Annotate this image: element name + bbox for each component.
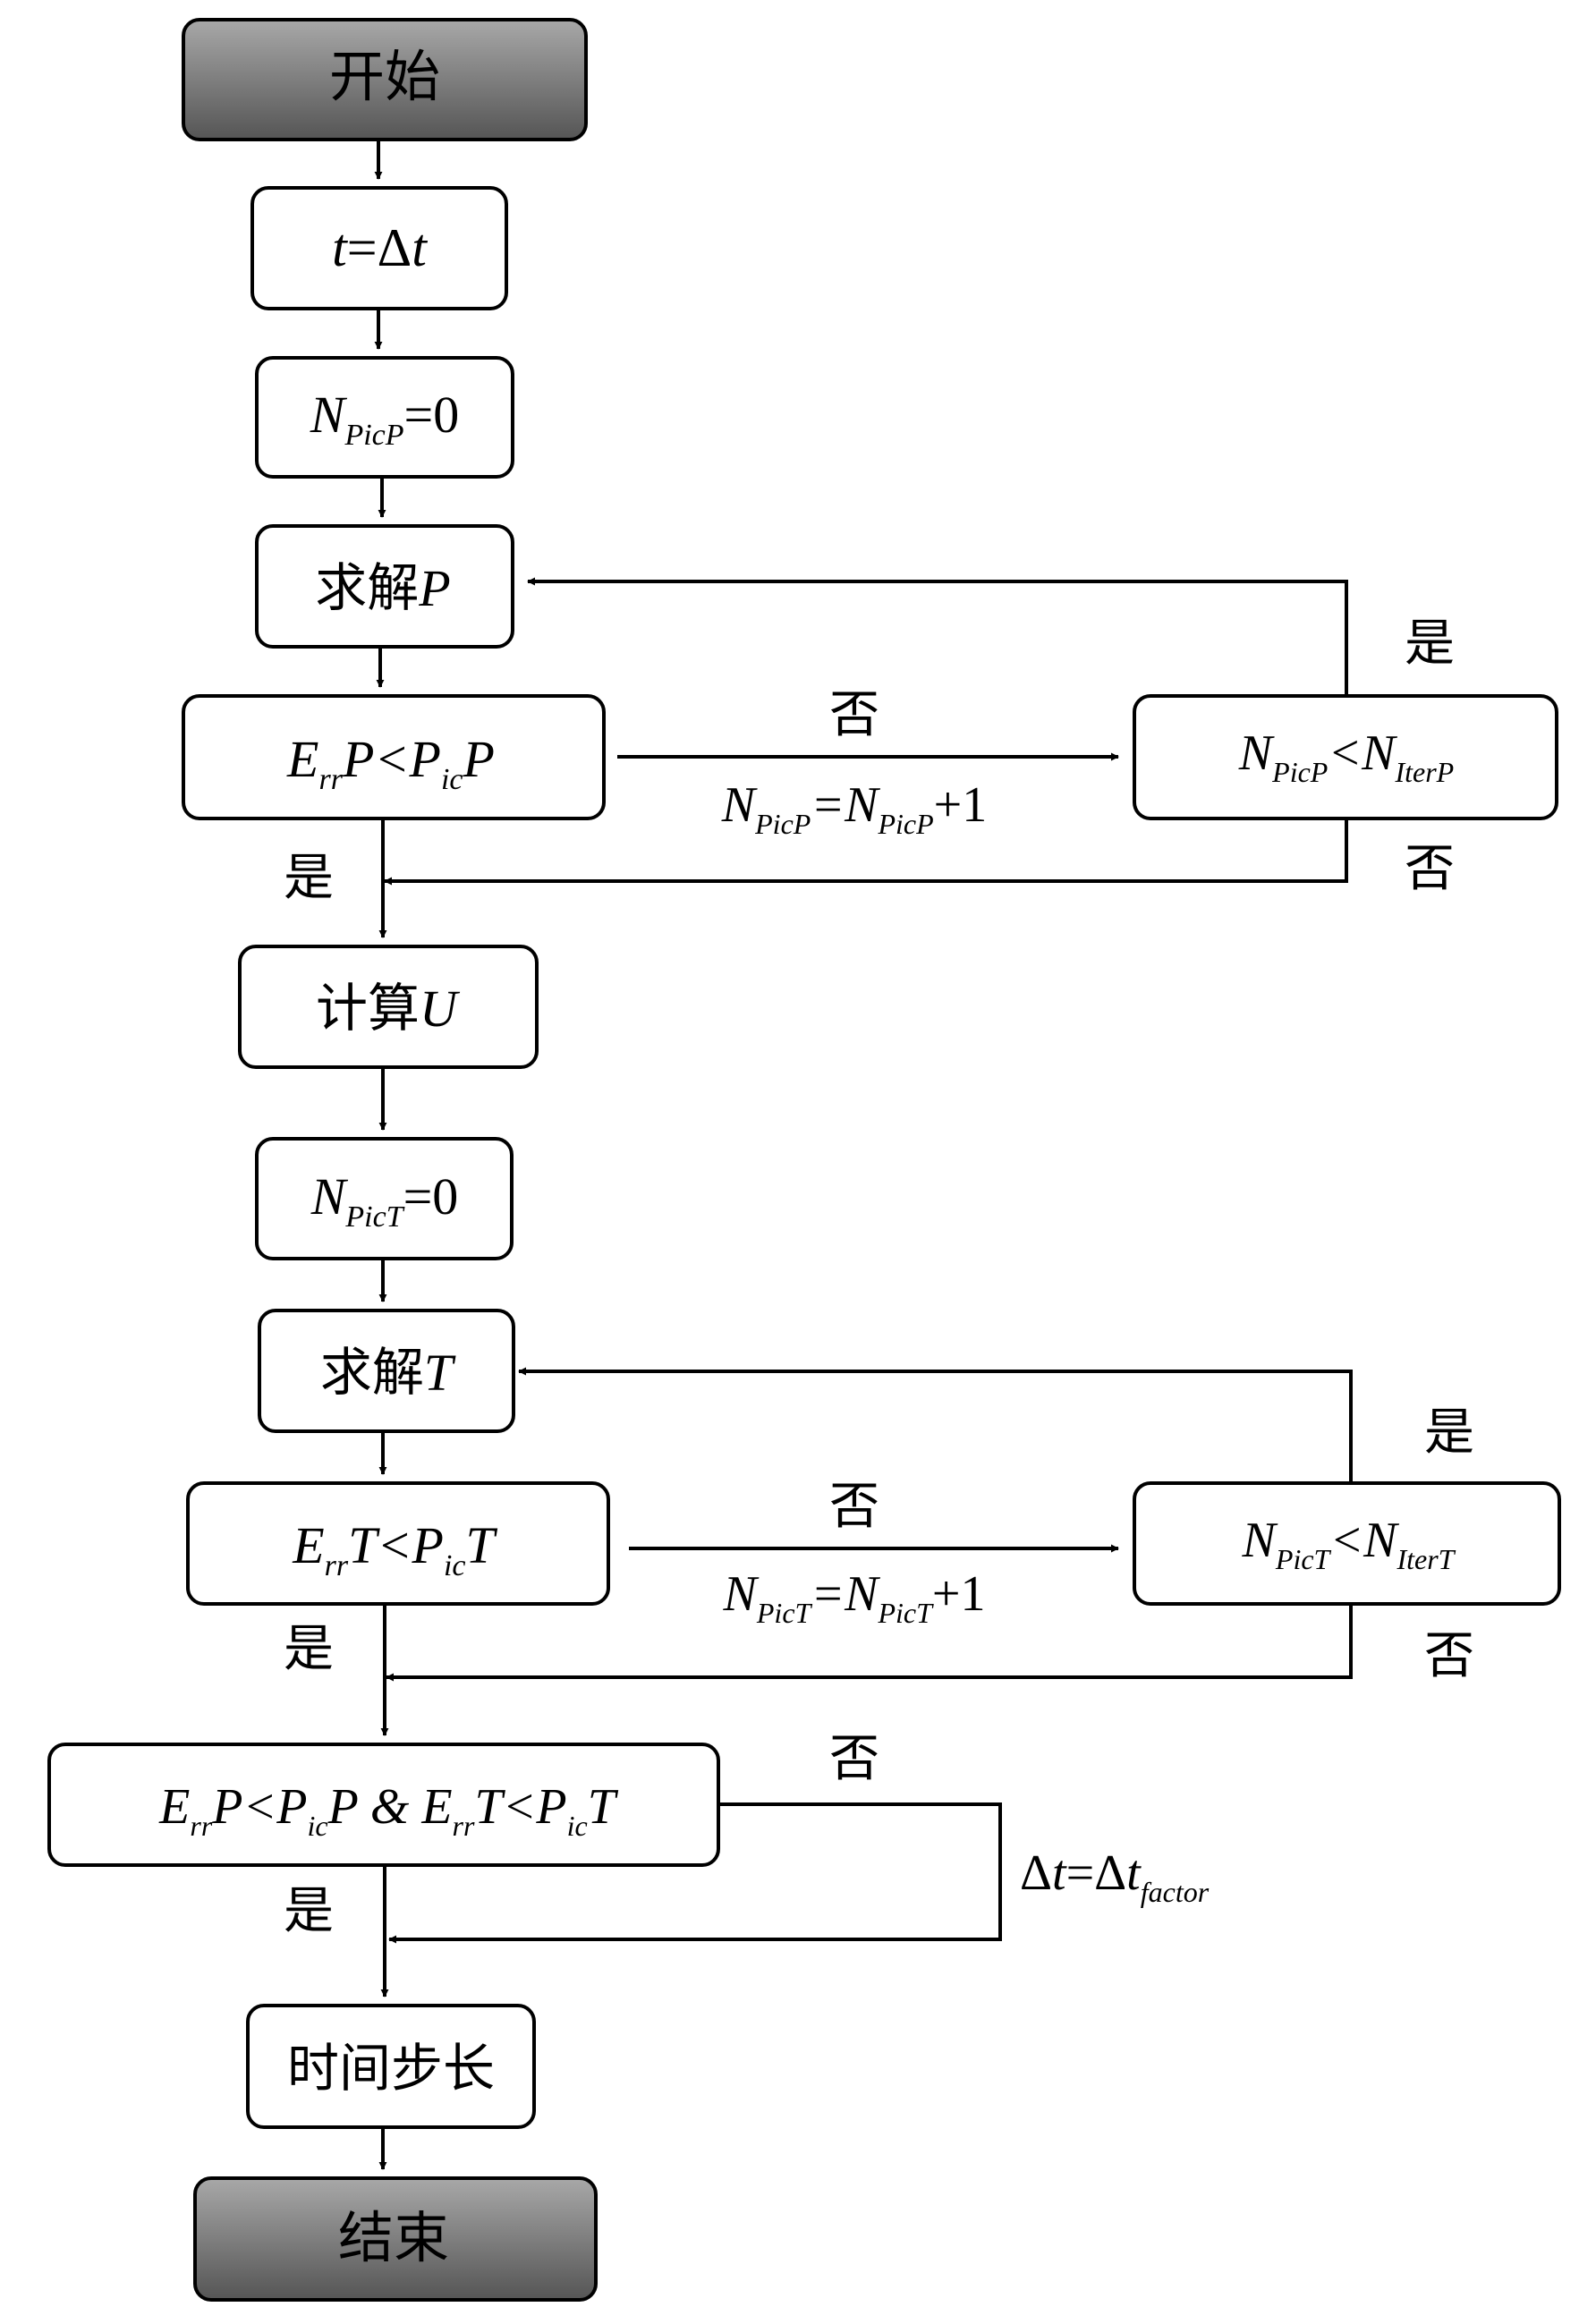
check-p-box [182,694,606,820]
itert-yes-label: 是 [1424,1404,1474,1462]
checkt-no-label: 否 [829,1478,879,1536]
calc-u-box [238,945,539,1069]
npict-init-label: NPicT=0 [310,1167,459,1234]
edge-itert-yes [518,1367,1353,1481]
start-label: 开始 [329,44,440,109]
calc-u-label: 计算U [316,978,461,1039]
iter-t-label: NPicT<NIterT [1242,1513,1456,1575]
time-step-box [246,2004,536,2129]
solve-t-box [258,1309,515,1433]
npicp-init-box [255,356,514,479]
checkboth-no-label: 否 [829,1730,879,1788]
check-t-label: ErrT<PicT [292,1516,497,1582]
dt-factor-label: Δt=Δtfactor [1020,1845,1210,1908]
check-p-label: ErrP<PicP [286,730,495,796]
incr-t-label: NPicT=NPicT+1 [723,1566,986,1629]
checkp-yes-label: 是 [284,849,334,907]
end-node [193,2176,598,2302]
edge-iterp-yes [527,577,1348,694]
check-both-box [47,1743,720,1867]
checkboth-yes-label: 是 [284,1882,334,1940]
time-step-label: 时间步长 [287,2038,495,2099]
edge-itert-no [386,1604,1353,1682]
iter-t-box [1133,1481,1561,1606]
checkt-yes-label: 是 [284,1620,334,1678]
check-t-box [186,1481,610,1606]
npict-init-box [255,1137,514,1260]
edge-iterp-no [384,818,1348,886]
end-label: 结束 [338,2205,449,2270]
solve-p-box [255,524,514,649]
check-both-label: ErrP<PicP & ErrT<PicT [158,1779,619,1842]
incr-p-label: NPicP=NPicP+1 [721,777,987,840]
npicp-init-label: NPicP=0 [310,386,459,452]
solve-p-label: 求解P [315,557,450,618]
edge-checkboth-no [388,1802,1002,1944]
init-t-box [250,186,508,310]
start-node [182,18,588,141]
iter-p-box [1133,694,1558,820]
itert-no-label: 否 [1424,1627,1474,1685]
checkp-no-label: 否 [829,686,879,744]
iter-p-label: NPicP<NIterP [1238,725,1454,788]
init-t-label: t=Δt [332,218,428,277]
iterp-yes-label: 是 [1405,615,1455,673]
iterp-no-label: 否 [1405,840,1455,898]
solve-t-label: 求解T [320,1342,456,1403]
